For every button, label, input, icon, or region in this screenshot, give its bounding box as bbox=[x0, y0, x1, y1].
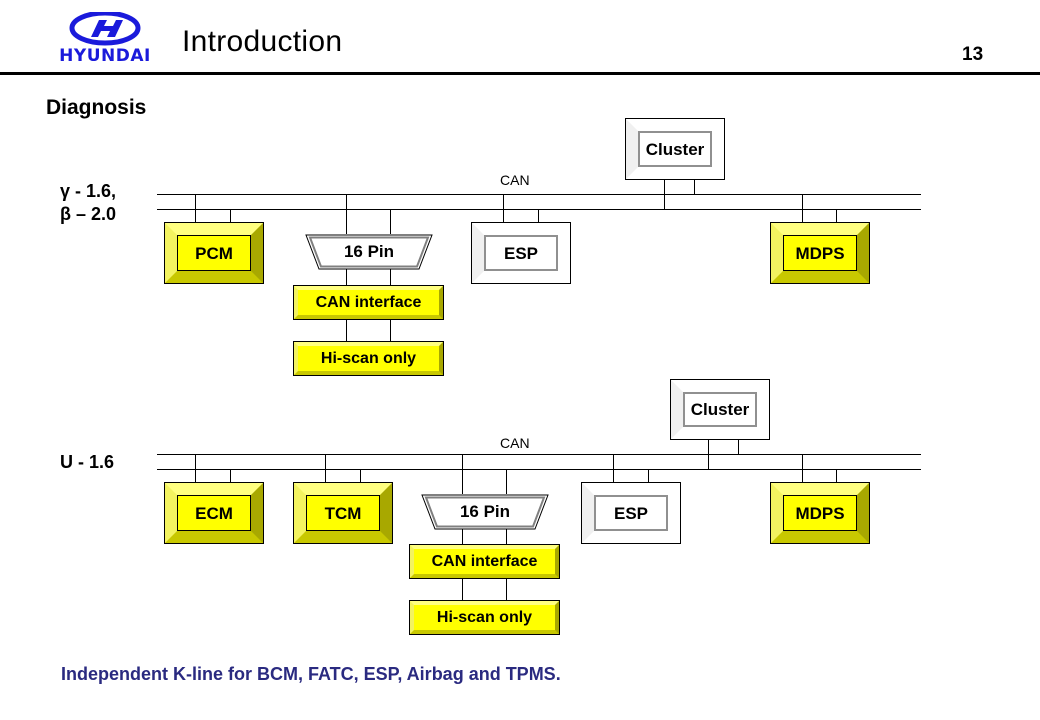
module-label: MDPS bbox=[795, 503, 845, 523]
module-label: ECM bbox=[195, 503, 233, 523]
module-label: ESP bbox=[503, 243, 539, 263]
connector-line bbox=[346, 268, 347, 286]
module-label: CAN interface bbox=[431, 552, 538, 570]
module-mdps: MDPS bbox=[770, 482, 870, 544]
connector-line bbox=[802, 454, 803, 483]
module-label: MDPS bbox=[795, 243, 845, 263]
connector-line bbox=[462, 528, 463, 545]
connector-line bbox=[506, 528, 507, 545]
connector-line bbox=[648, 469, 649, 483]
module-esp: ESP bbox=[581, 482, 681, 544]
module-label: Hi-scan only bbox=[436, 608, 533, 626]
connector-line bbox=[462, 579, 463, 601]
connector-line bbox=[346, 194, 347, 234]
can-high-line bbox=[157, 454, 921, 455]
variant-label: U - 1.6 bbox=[60, 452, 115, 472]
connector-line bbox=[462, 454, 463, 494]
module-pcm: PCM bbox=[164, 222, 264, 284]
module-can-interface: CAN interface bbox=[293, 285, 444, 320]
module-can-interface: CAN interface bbox=[409, 544, 560, 579]
connector-line bbox=[325, 454, 326, 483]
connector-line bbox=[802, 194, 803, 223]
page-number: 13 bbox=[962, 44, 984, 65]
module-cluster: Cluster bbox=[625, 118, 725, 180]
can-low-line bbox=[157, 209, 921, 210]
can-bus-label: CAN bbox=[500, 172, 530, 188]
connector-label: 16 Pin bbox=[343, 242, 395, 261]
connector-line bbox=[390, 320, 391, 342]
module-label: TCM bbox=[324, 503, 362, 523]
connector-label: 16 Pin bbox=[459, 502, 511, 521]
connector-line bbox=[836, 469, 837, 483]
connector-line bbox=[195, 454, 196, 483]
connector-line bbox=[538, 209, 539, 223]
variant-label-line2: β – 2.0 bbox=[60, 204, 117, 224]
page-title: Introduction bbox=[182, 25, 343, 58]
module-tcm: TCM bbox=[293, 482, 393, 544]
module-label: Cluster bbox=[645, 139, 705, 159]
module-ecm: ECM bbox=[164, 482, 264, 544]
can-high-line bbox=[157, 194, 921, 195]
connector-line bbox=[390, 268, 391, 286]
connector-line bbox=[195, 194, 196, 223]
hyundai-logo: HYUNDAI bbox=[55, 10, 155, 66]
can-low-line bbox=[157, 469, 921, 470]
connector-line bbox=[506, 579, 507, 601]
section-title: Diagnosis bbox=[46, 96, 147, 119]
connector-line bbox=[664, 180, 665, 209]
connector-line bbox=[708, 440, 709, 469]
footer-note: Independent K-line for BCM, FATC, ESP, A… bbox=[61, 664, 561, 684]
connector-line bbox=[613, 454, 614, 483]
connector-16-pin: 16 Pin bbox=[421, 494, 549, 530]
connector-line bbox=[503, 194, 504, 223]
module-hiscan: Hi-scan only bbox=[293, 341, 444, 376]
connector-line bbox=[390, 209, 391, 234]
module-hiscan: Hi-scan only bbox=[409, 600, 560, 635]
module-esp: ESP bbox=[471, 222, 571, 284]
variant-label-line1: γ - 1.6, bbox=[60, 181, 117, 201]
can-bus-label: CAN bbox=[500, 435, 530, 451]
module-label: ESP bbox=[613, 503, 649, 523]
module-mdps: MDPS bbox=[770, 222, 870, 284]
module-label: Hi-scan only bbox=[320, 349, 417, 367]
connector-line bbox=[738, 440, 739, 454]
connector-line bbox=[346, 320, 347, 342]
header-divider bbox=[0, 72, 1040, 75]
brand-wordmark: HYUNDAI bbox=[59, 46, 151, 66]
module-label: PCM bbox=[195, 243, 233, 263]
connector-line bbox=[836, 209, 837, 223]
connector-line bbox=[506, 469, 507, 494]
connector-16-pin: 16 Pin bbox=[305, 234, 433, 270]
connector-line bbox=[694, 180, 695, 194]
connector-line bbox=[230, 209, 231, 223]
connector-line bbox=[360, 469, 361, 483]
module-label: Cluster bbox=[690, 400, 750, 419]
hyundai-emblem-icon bbox=[69, 10, 141, 46]
module-cluster: Cluster bbox=[670, 379, 770, 440]
module-label: CAN interface bbox=[315, 293, 422, 311]
connector-line bbox=[230, 469, 231, 483]
